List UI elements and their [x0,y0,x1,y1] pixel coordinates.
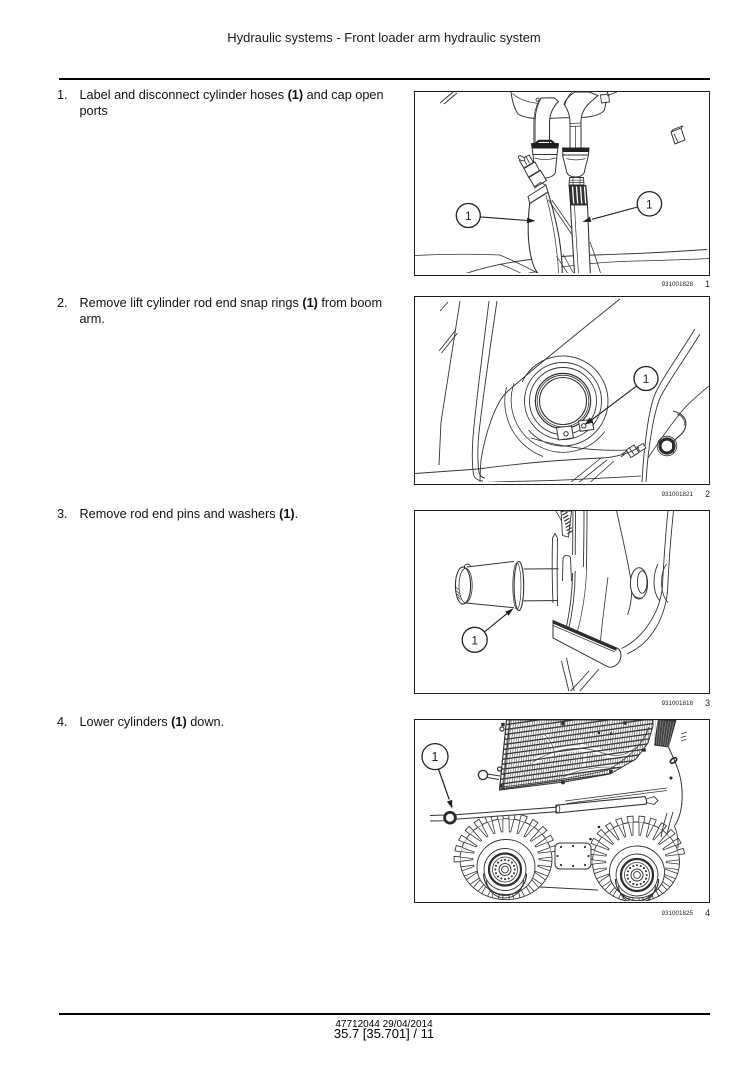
svg-text:1: 1 [646,197,653,211]
svg-text:1: 1 [465,209,472,223]
svg-text:1: 1 [471,633,478,647]
svg-text:1: 1 [643,372,650,386]
svg-text:1: 1 [432,750,439,764]
